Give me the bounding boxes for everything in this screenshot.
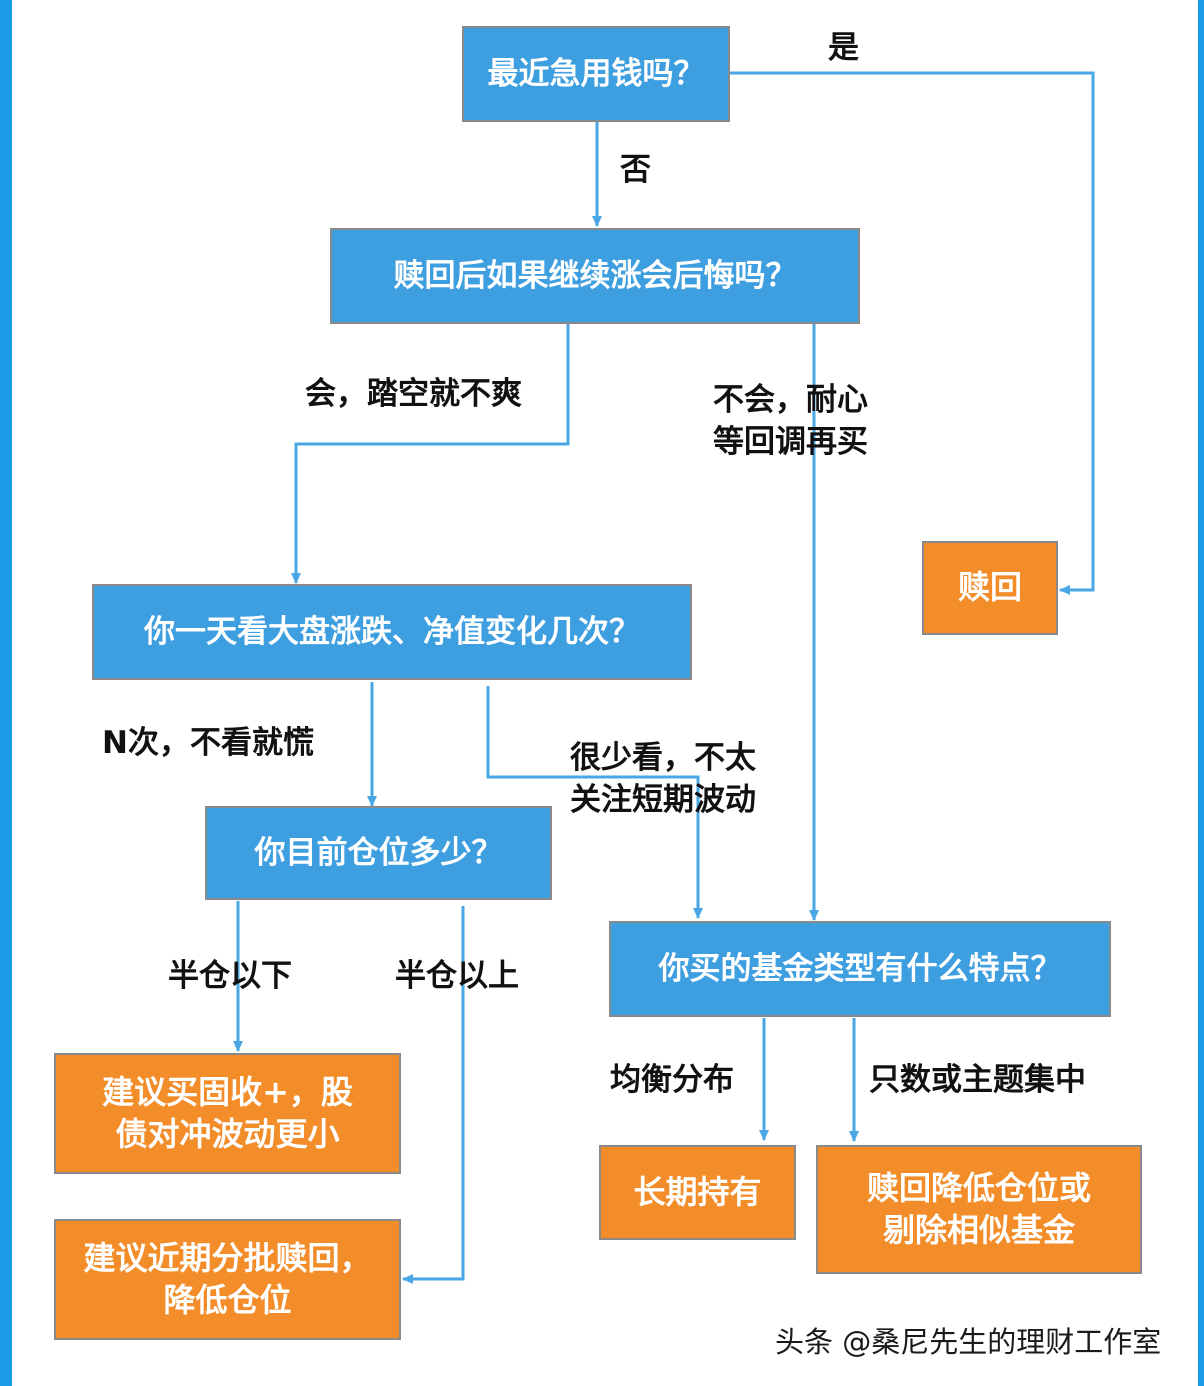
label-yes: 是 (828, 30, 859, 66)
label-below-half: 半仓以下 (168, 958, 292, 994)
right-frame-bar (1198, 0, 1204, 1386)
node-need-money: 最近急用钱吗？ (462, 26, 730, 122)
node-long-hold: 长期持有 (599, 1145, 796, 1240)
label-regret-no: 不会，耐心 等回调再买 (713, 382, 868, 460)
left-frame-bar (0, 0, 12, 1386)
node-position: 你目前仓位多少？ (205, 806, 552, 900)
label-regret-yes: 会，踏空就不爽 (305, 376, 522, 412)
label-freq-many: N次，不看就慌 (102, 725, 314, 761)
node-redeem: 赎回 (922, 541, 1058, 635)
connector-yes-to-redeem (730, 71, 1095, 595)
node-fund-type: 你买的基金类型有什么特点？ (609, 921, 1111, 1017)
node-fixed-income: 建议买固收+，股 债对冲波动更小 (54, 1053, 401, 1174)
node-regret: 赎回后如果继续涨会后悔吗？ (330, 228, 860, 324)
label-freq-few: 很少看，不太 关注短期波动 (570, 740, 756, 818)
connector-freq-few (486, 686, 703, 919)
label-concentrated: 只数或主题集中 (869, 1062, 1086, 1098)
label-above-half: 半仓以上 (395, 958, 519, 994)
node-reduce-similar: 赎回降低仓位或 剔除相似基金 (816, 1145, 1142, 1274)
label-no: 否 (620, 152, 651, 188)
watermark-text: 头条 @桑尼先生的理财工作室 (775, 1325, 1162, 1359)
label-balanced: 均衡分布 (610, 1062, 734, 1098)
connector-above-half (402, 906, 465, 1284)
node-batch-redeem: 建议近期分批赎回， 降低仓位 (54, 1219, 401, 1340)
connector-regret-yes (291, 323, 570, 584)
node-check-frequency: 你一天看大盘涨跌、净值变化几次？ (92, 584, 692, 680)
